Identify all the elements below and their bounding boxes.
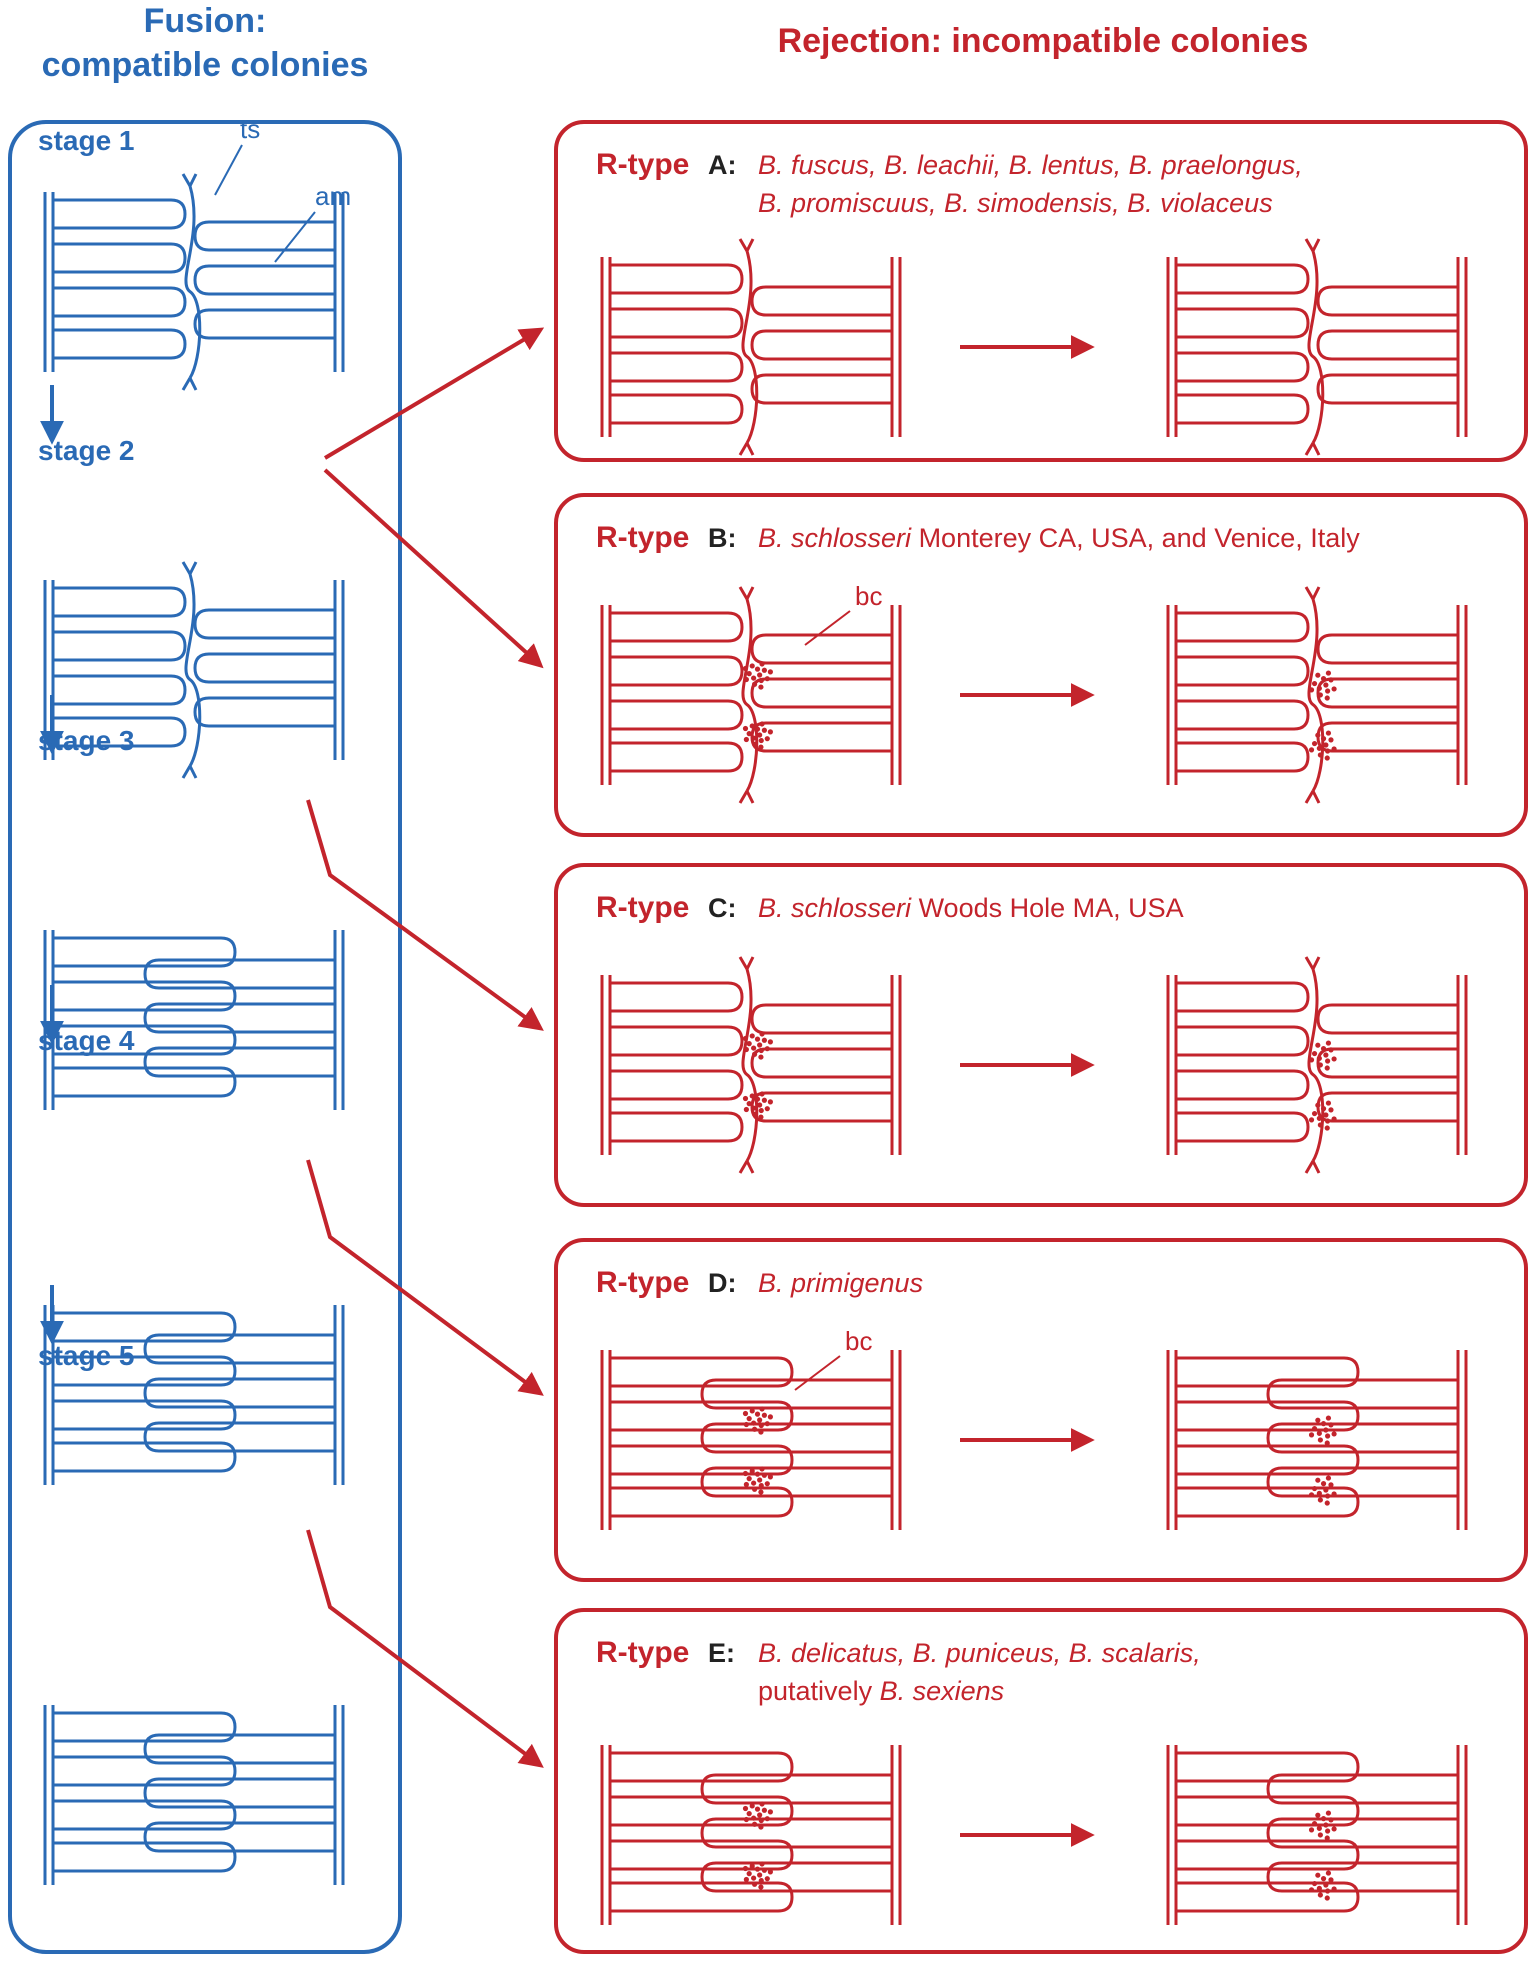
rtype-label: R-type [596,148,689,181]
bc-label: bc [855,581,882,611]
species-line: B. promiscuus, B. simodensis, B. violace… [758,188,1273,218]
connector-arrow [306,1159,544,1396]
stage-label: stage 2 [38,435,135,466]
after-schematic [1166,1745,1468,1925]
connector-arrow [306,799,544,1031]
rejection-panels: R-type A: B. fuscus, B. leachii, B. lentus… [554,120,1528,1954]
before-schematic [600,1350,902,1530]
rtype-label: R-type [596,891,689,924]
species-line: putatively B. sexiens [758,1676,1004,1706]
bc-pointer [804,610,851,646]
bc-pointer [794,1355,841,1391]
ts-label: ts [240,114,260,144]
fusion-stages: stage 1 stage 2 stage 3 stage 4 stage 5 ts am [38,114,351,1885]
rejection-heading: Rejection: incompatible colonies [778,22,1309,60]
species-line: B. delicatus, B. puniceus, B. scalaris, [758,1638,1201,1668]
am-label: am [315,181,351,211]
species-line: B. primigenus [758,1268,923,1298]
before-schematic [600,956,902,1174]
stage-label: stage 1 [38,125,135,156]
before-schematic [600,586,902,804]
rtype-letter: A: [708,150,737,180]
rtype-panel [554,120,1528,462]
connector-arrow [306,1529,544,1768]
after-schematic [1166,586,1468,804]
stage-label: stage 5 [38,1340,135,1371]
stage-label: stage 3 [38,725,135,756]
rtype-panel [554,863,1528,1207]
connector-arrow [323,327,545,460]
rtype-letter: D: [708,1268,737,1298]
after-schematic [1166,238,1468,456]
species-line: B. schlosseri Monterey CA, USA, and Veni… [758,523,1360,553]
fusion-heading-line2: compatible colonies [42,46,369,84]
stage-schematic [43,1705,345,1885]
rtype-panel [554,493,1528,837]
after-schematic [1166,956,1468,1174]
rtype-label: R-type [596,521,689,554]
stage-schematic [43,1305,345,1485]
fusion-heading-line1: Fusion: [144,2,267,40]
fusion-panel [8,120,402,1954]
stage-schematic [43,173,345,391]
before-schematic [600,238,902,456]
bc-label: bc [845,1326,872,1356]
rtype-letter: B: [708,523,737,553]
species-line: B. schlosseri Woods Hole MA, USA [758,893,1184,923]
rtype-label: R-type [596,1266,689,1299]
stage-schematic [43,930,345,1110]
after-schematic [1166,1350,1468,1530]
rtype-letter: C: [708,893,737,923]
stage-label: stage 4 [38,1025,135,1056]
rtype-letter: E: [708,1638,735,1668]
rtype-panel [554,1238,1528,1582]
before-schematic [600,1745,902,1925]
stage-to-rtype-arrows [306,327,545,1768]
rtype-label: R-type [596,1636,689,1669]
stage-schematic [43,561,345,779]
rtype-panel [554,1608,1528,1954]
connector-arrow [323,468,544,669]
species-line: B. fuscus, B. leachii, B. lentus, B. pra… [758,150,1303,180]
